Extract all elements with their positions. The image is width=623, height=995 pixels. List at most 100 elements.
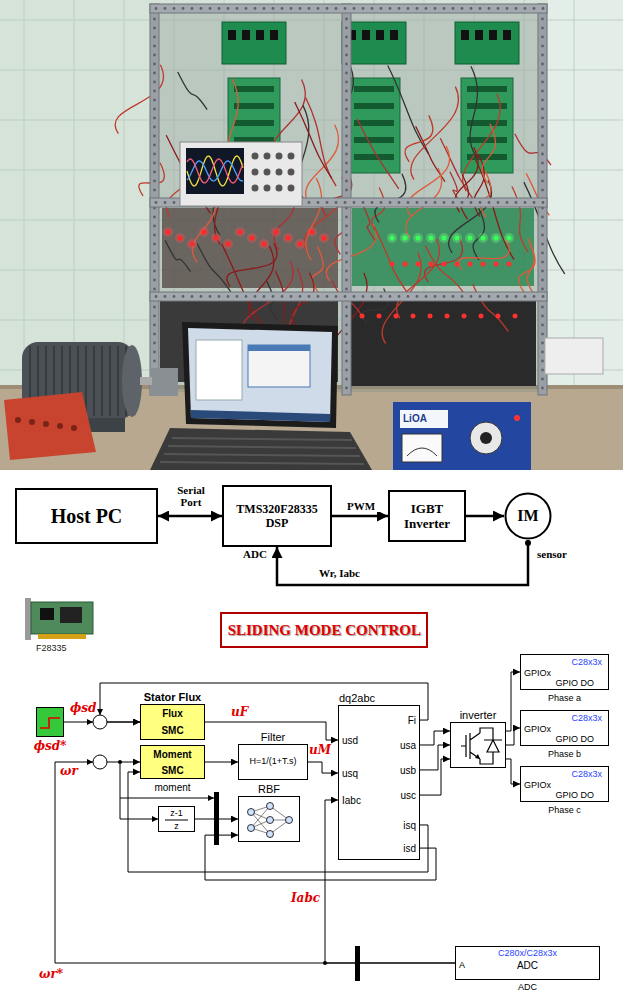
lab-photo <box>443 295 446 298</box>
lab-photo <box>153 72 156 75</box>
lab-photo <box>153 360 156 363</box>
lab-photo <box>288 185 295 192</box>
lab-photo <box>57 423 63 429</box>
lab-photo <box>345 36 348 39</box>
lab-photo <box>541 45 544 48</box>
lab-photo <box>362 201 365 204</box>
signal-label: PWM <box>336 500 386 512</box>
lab-photo <box>93 346 95 416</box>
block-icon <box>286 817 293 824</box>
lab-photo <box>541 72 544 75</box>
lab-photo <box>150 368 178 396</box>
lab-photo <box>574 0 575 388</box>
lab-photo <box>191 7 194 10</box>
lab-photo <box>545 338 603 374</box>
lab-photo <box>163 227 173 237</box>
lab-photo <box>342 22 406 64</box>
lab-photo <box>345 162 348 165</box>
lab-photo <box>345 225 348 228</box>
lab-photo <box>541 288 544 291</box>
lab-photo <box>326 7 329 10</box>
node-text: SMC <box>161 725 183 737</box>
lab-photo <box>445 314 450 319</box>
lab-photo <box>345 360 348 363</box>
signal-connector <box>506 759 520 784</box>
block-heading: ϕsd* <box>34 740 67 753</box>
lab-photo <box>319 233 329 243</box>
lab-photo <box>482 124 495 184</box>
lab-photo <box>272 7 275 10</box>
lab-photo <box>223 239 233 249</box>
lab-photo <box>308 201 311 204</box>
lab-photo <box>153 351 156 354</box>
lab-photo <box>345 378 348 381</box>
block-heading: Phase a <box>548 693 581 704</box>
lab-photo <box>504 233 514 243</box>
gpio-block: C28x3xGPIOxGPIO DOPhase a <box>520 654 609 690</box>
lab-photo <box>506 7 509 10</box>
lab-photo <box>153 63 156 66</box>
block-icon <box>475 754 480 759</box>
lab-photo <box>514 415 520 421</box>
lab-photo <box>307 227 317 237</box>
lab-photo <box>533 201 536 204</box>
lab-photo <box>390 236 395 241</box>
lab-photo <box>353 201 356 204</box>
signal-label: Wr, Iabc <box>318 567 361 579</box>
lab-photo <box>153 117 156 120</box>
lab-photo <box>272 295 275 298</box>
lab-photo <box>345 72 348 75</box>
lab-photo <box>344 7 347 10</box>
lab-photo <box>407 7 410 10</box>
lab-photo <box>248 345 310 351</box>
lab-photo <box>533 7 536 10</box>
lab-photo <box>376 30 384 40</box>
lab-photo <box>299 295 302 298</box>
block-icon <box>248 825 255 832</box>
lab-photo <box>270 30 278 40</box>
lab-photo <box>254 7 257 10</box>
block-heading: inverter <box>460 709 497 722</box>
lab-photo <box>506 295 509 298</box>
lab-photo <box>182 322 338 428</box>
lab-photo <box>227 295 230 298</box>
text-label: ϕsd <box>70 702 96 715</box>
lab-photo <box>298 242 303 247</box>
lab-photo <box>101 346 103 416</box>
lab-photo <box>541 216 544 219</box>
lab-photo <box>407 448 437 456</box>
lab-photo <box>439 233 449 243</box>
lab-photo <box>209 295 212 298</box>
node-text: IM <box>517 507 538 525</box>
lab-photo <box>541 270 544 273</box>
lab-photo <box>345 153 348 156</box>
lab-photo <box>175 233 185 243</box>
lab-photo <box>470 422 502 454</box>
lab-photo <box>252 169 259 176</box>
lab-photo <box>345 180 348 183</box>
block-heading: ADC <box>518 982 537 993</box>
lab-photo <box>389 201 392 204</box>
lab-photo <box>481 236 486 241</box>
node-text: SMC <box>161 765 183 777</box>
lab-photo <box>153 306 156 309</box>
lab-photo <box>411 314 416 319</box>
signal-connector <box>420 731 450 745</box>
node-text: GPIOx <box>524 668 551 679</box>
lab-photo <box>345 18 348 21</box>
lab-photo <box>153 144 156 147</box>
lab-photo <box>398 7 401 10</box>
board-icon <box>31 602 93 634</box>
lab-photo <box>413 233 423 243</box>
lab-photo <box>494 262 499 267</box>
lab-photo <box>357 119 399 189</box>
lab-photo <box>238 230 243 235</box>
signal-connector <box>332 515 388 518</box>
signal-label: Iabc <box>290 892 321 905</box>
lab-photo <box>214 236 219 241</box>
lab-photo <box>182 7 185 10</box>
lab-photo <box>380 7 383 10</box>
lab-photo <box>455 236 460 241</box>
lab-photo <box>335 295 338 298</box>
lab-photo <box>4 392 96 460</box>
